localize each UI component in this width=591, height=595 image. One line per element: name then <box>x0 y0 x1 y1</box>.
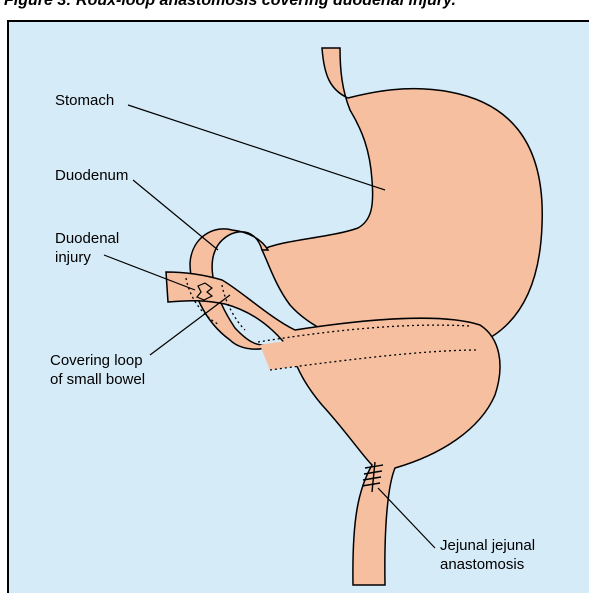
label-duodenal-injury-2: injury <box>55 249 91 266</box>
stomach-shape <box>262 48 542 352</box>
label-duodenal-injury-1: Duodenal <box>55 230 119 247</box>
leader-stomach <box>128 105 385 190</box>
label-covering-loop-2: of small bowel <box>50 371 145 388</box>
label-stomach: Stomach <box>55 92 114 109</box>
label-covering-loop-1: Covering loop <box>50 352 143 369</box>
label-anastomosis-1: Jejunal jejunal <box>440 537 535 554</box>
leader-duodenum <box>133 180 218 250</box>
label-duodenum: Duodenum <box>55 167 128 184</box>
label-anastomosis-2: anastomosis <box>440 556 524 573</box>
